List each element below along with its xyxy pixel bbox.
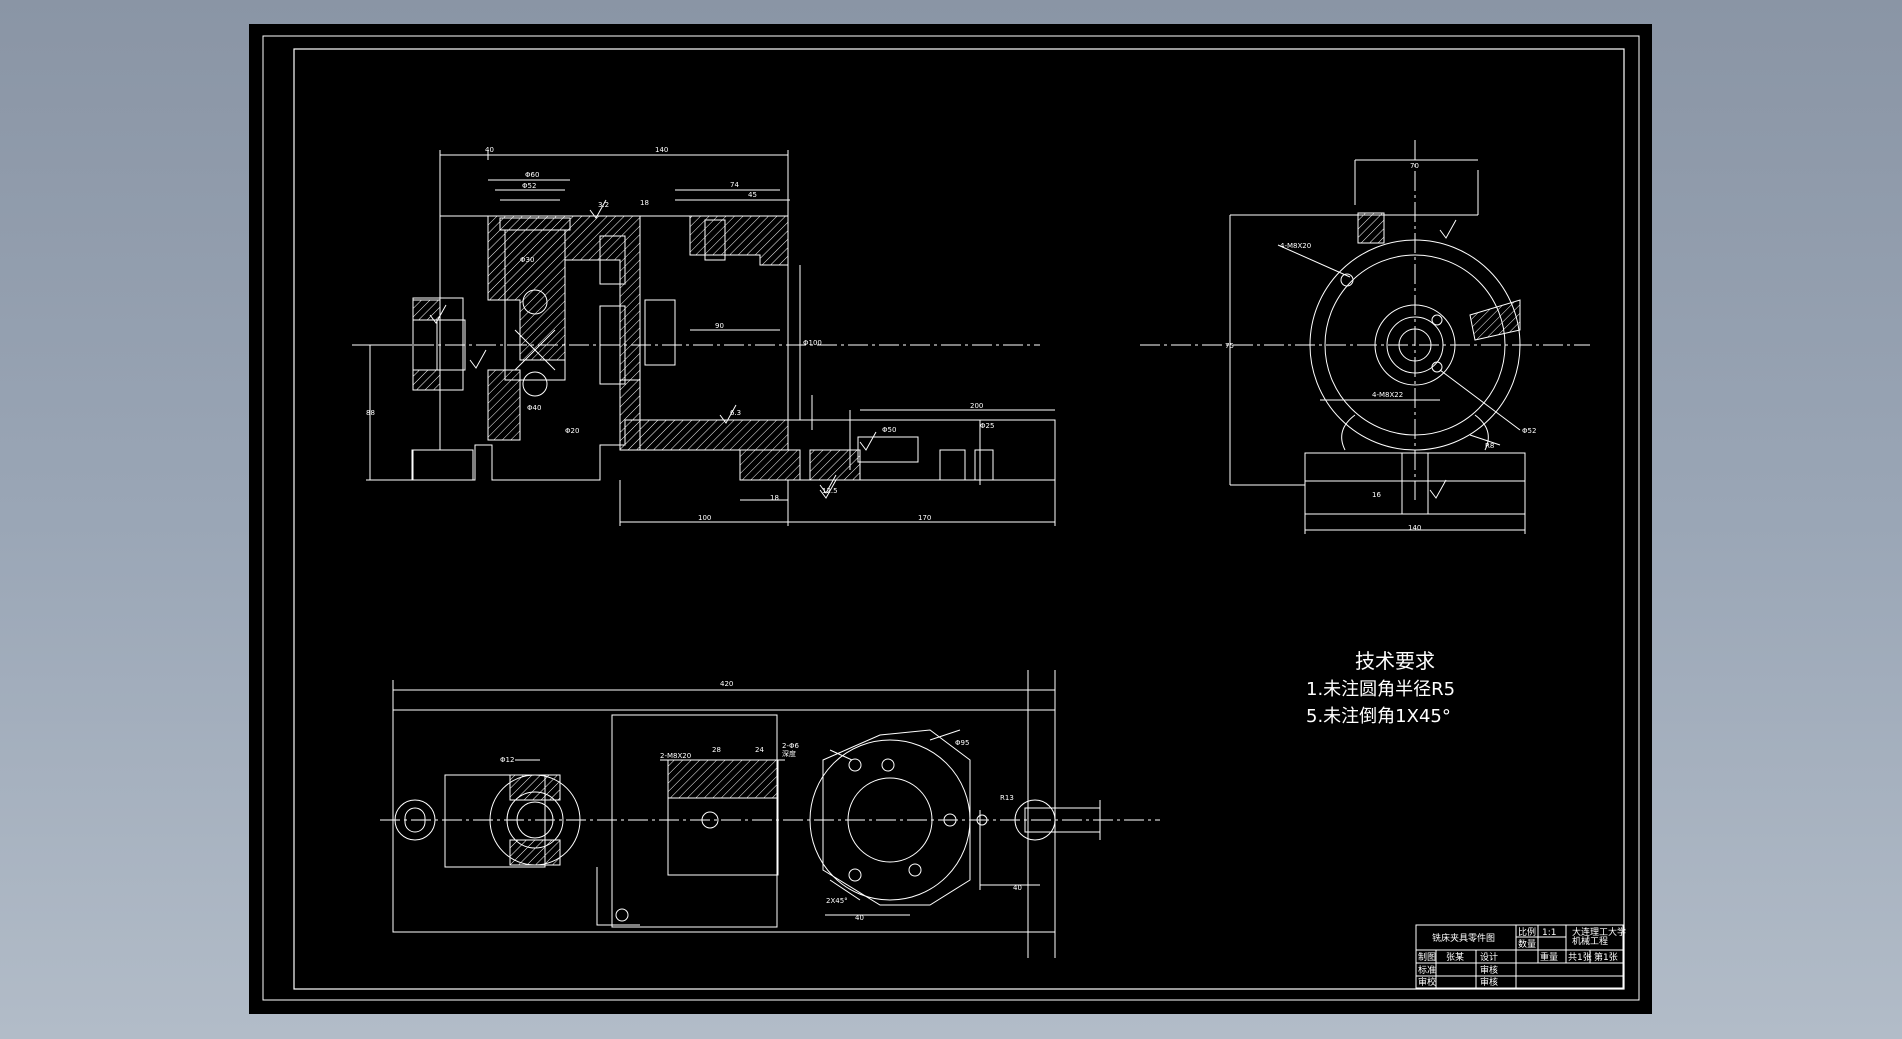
title-block-scale-label: 比例 [1518, 926, 1536, 938]
dim-front-45: 45 [748, 191, 757, 199]
dim-front-170: 170 [918, 514, 931, 522]
title-block-sheet-number: 第1张 [1594, 951, 1618, 963]
drawing-sheet [249, 24, 1652, 1014]
dim-front-88: 88 [366, 409, 375, 417]
dim-front-phi40: Φ40 [527, 404, 541, 412]
dim-top-2phi6: 2-Φ6 [782, 742, 799, 750]
dim-front-b18: 18 [770, 494, 779, 502]
dim-side-75: 75 [1225, 342, 1234, 350]
dim-front-90: 90 [715, 322, 724, 330]
inner-frame [293, 48, 1625, 990]
dim-front-140: 140 [655, 146, 668, 154]
title-block-school-line1: 大连理工大学 [1572, 926, 1626, 938]
title-block-sheets-total: 共1张 [1568, 952, 1592, 963]
dim-front-phi30: Φ30 [520, 256, 534, 264]
dim-top-depth: 深度 [782, 749, 796, 758]
dim-front-phi60: Φ60 [525, 171, 539, 179]
tech-req-item-2: 5.未注倒角1X45° [1306, 706, 1451, 727]
dim-front-phi50: Φ50 [882, 426, 896, 434]
dim-front-phi52: Φ52 [522, 182, 536, 190]
dim-front-6-3: 6.3 [730, 409, 741, 417]
dim-front-phi25: Φ25 [980, 422, 994, 430]
dim-side-r8: R8 [1485, 442, 1494, 450]
dim-front-phi20: Φ20 [565, 427, 579, 435]
dim-top-28: 28 [712, 746, 721, 754]
dim-side-top: 70 [1410, 162, 1419, 170]
tech-req-item-1: 1.未注圆角半径R5 [1306, 679, 1455, 700]
dim-front-40: 40 [485, 146, 494, 154]
dim-top-40: 40 [855, 914, 864, 922]
dim-top-r13: R13 [1000, 794, 1014, 802]
dim-top-phi95: Φ95 [955, 739, 969, 747]
dim-front-200: 200 [970, 402, 983, 410]
dim-side-4m8x20: 4-M8X20 [1280, 242, 1311, 250]
dim-top-2m8x20: 2-M8X20 [660, 752, 691, 760]
title-block-drawing-name: 铣床夹具零件图 [1432, 932, 1495, 944]
title-block-review-label: 审校 [1418, 976, 1436, 988]
dim-top-420: 420 [720, 680, 733, 688]
title-block-weight-label: 重量 [1540, 951, 1558, 963]
dim-front-74: 74 [730, 181, 739, 189]
dim-side-bottom-hole: 16 [1372, 491, 1381, 499]
dim-top-2x45: 2X45° [826, 897, 848, 905]
title-block-standard-label: 标准 [1418, 964, 1436, 976]
dim-top-phi12: Φ12 [500, 756, 514, 764]
dim-top-40b: 40 [1013, 884, 1022, 892]
title-block-approved-label: 审核 [1480, 976, 1498, 988]
dim-front-phi100: Φ100 [803, 339, 822, 347]
tech-req-heading: 技术要求 [1355, 649, 1435, 673]
dim-front-3-2: 3.2 [598, 201, 609, 209]
side-view [1140, 140, 1590, 534]
title-block-quantity-label: 数量 [1518, 938, 1536, 950]
dim-top-24: 24 [755, 746, 764, 754]
front-section-view [352, 150, 1056, 526]
outer-border [262, 35, 1640, 1001]
dim-side-140: 140 [1408, 524, 1421, 532]
title-block-school-line2: 机械工程 [1572, 935, 1608, 947]
dim-side-4m8x22: 4-M8X22 [1372, 391, 1403, 399]
dim-front-12-5: 12.5 [822, 487, 838, 495]
top-plan-view [380, 670, 1160, 958]
dim-side-phi52: Φ52 [1522, 427, 1536, 435]
title-block-drawn-name: 张某 [1446, 952, 1464, 963]
title-block-checked-label: 审核 [1480, 964, 1498, 976]
dim-front-100: 100 [698, 514, 711, 522]
title-block-design-label: 设计 [1480, 951, 1498, 963]
title-block-scale-value: 1:1 [1542, 928, 1556, 938]
dim-front-18: 18 [640, 199, 649, 207]
title-block [1415, 924, 1624, 989]
title-block-drawn-label: 制图 [1418, 951, 1436, 963]
